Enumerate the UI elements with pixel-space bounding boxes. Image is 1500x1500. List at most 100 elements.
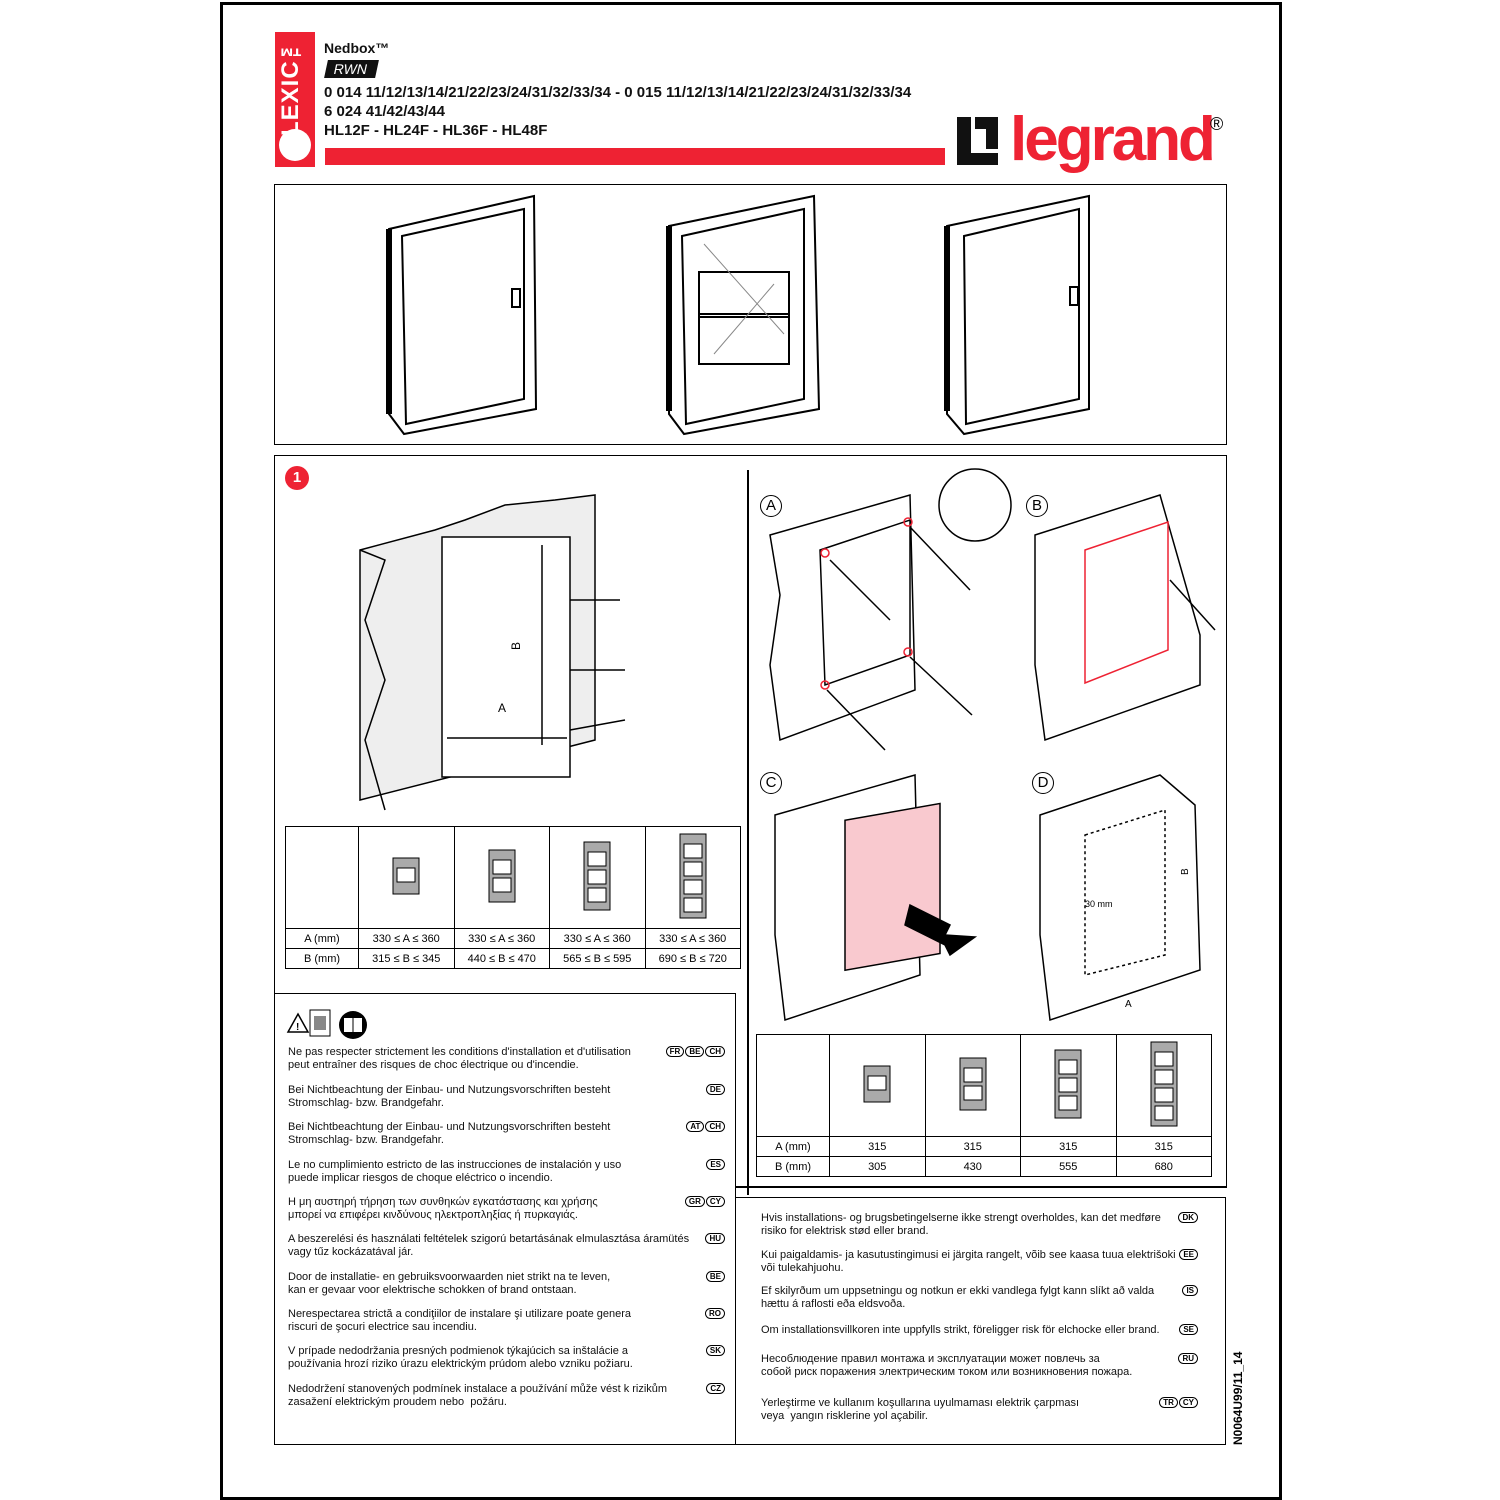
country-code-badge: GR	[684, 1196, 705, 1207]
read-manual-icon	[339, 1011, 367, 1039]
table-cell: 315	[829, 1136, 926, 1157]
module-3-row-icon	[549, 826, 646, 929]
d-dimension-a-label: A	[1125, 999, 1132, 1010]
warning-text: Kui paigaldamis- ja kasutustingimusi ei …	[761, 1249, 1176, 1274]
country-codes: BE	[705, 1271, 725, 1282]
country-codes: CZ	[705, 1383, 725, 1394]
step-1-panel	[274, 455, 1227, 1186]
warning-text: Om installationsvillkoren inte uppfylls …	[761, 1324, 1160, 1336]
country-codes: DE	[705, 1084, 725, 1095]
warning-text: Η μη αυστηρή τήρηση των συνθηκών εγκατάσ…	[288, 1196, 598, 1221]
panel-c-label: C	[760, 772, 782, 794]
product-views-panel	[274, 184, 1227, 445]
warning-icons: !	[286, 1009, 367, 1039]
table-cell: 330 ≤ A ≤ 360	[453, 928, 550, 949]
country-codes: ES	[705, 1159, 725, 1170]
country-code-badge: IS	[1182, 1285, 1198, 1296]
panel-bottom-edge	[735, 1186, 1227, 1188]
row-label: A (mm)	[756, 1136, 830, 1157]
country-code-badge: AT	[686, 1121, 705, 1132]
registered-mark: ®	[1210, 114, 1224, 134]
module-4-row-icon	[1115, 1034, 1212, 1137]
reference-line-1: 0 014 11/12/13/14/21/22/23/24/31/32/33/3…	[324, 84, 912, 101]
warning-text: Nedodržení stanovených podmínek instalac…	[288, 1383, 668, 1408]
country-code-badge: HU	[705, 1233, 725, 1244]
dimension-b-label: B	[509, 642, 523, 650]
module-3-row-icon	[1020, 1034, 1117, 1137]
warning-text: Le no cumplimiento estricto de las instr…	[288, 1159, 622, 1184]
table-cell: 680	[1115, 1156, 1212, 1177]
product-name: Nedbox™	[324, 40, 390, 56]
panel-divider	[747, 470, 749, 1195]
country-codes: HU	[704, 1233, 725, 1244]
panel-a-label: A	[760, 495, 782, 517]
table-cell: 315 ≤ B ≤ 345	[358, 948, 455, 969]
recess-dimension-table: A (mm) 330 ≤ A ≤ 360 330 ≤ A ≤ 360 330 ≤…	[285, 826, 741, 969]
svg-text:!: !	[296, 1022, 299, 1033]
lexic-badge: LEXIC™	[275, 32, 315, 167]
country-code-badge: BE	[705, 1271, 725, 1282]
warning-triangle-icon: !	[286, 1012, 310, 1033]
country-code-badge: CY	[1178, 1397, 1198, 1408]
warning-text: Bei Nichtbeachtung der Einbau- und Nutzu…	[288, 1084, 611, 1109]
country-codes: SE	[1178, 1324, 1198, 1335]
country-code-badge: FR	[665, 1046, 685, 1057]
table-cell: 330 ≤ A ≤ 360	[358, 928, 455, 949]
module-2-row-icon	[924, 1034, 1021, 1137]
legrand-logo-text: legrand	[1010, 105, 1216, 174]
header-red-bar	[325, 148, 945, 165]
lexic-dot-icon	[279, 129, 311, 161]
country-code-badge: DE	[705, 1084, 725, 1095]
enclosure-door-transparent	[666, 194, 821, 436]
row-label: A (mm)	[285, 928, 359, 949]
warning-text: Nerespectarea strictă a condiţiilor de i…	[288, 1308, 632, 1333]
warning-text: Door de installatie- en gebruiksvoorwaar…	[288, 1271, 611, 1296]
country-codes: RU	[1177, 1353, 1198, 1364]
table-row-images	[285, 826, 741, 929]
warning-text: Несоблюдение правил монтажа и эксплуатац…	[761, 1353, 1133, 1378]
table-row: A (mm) 330 ≤ A ≤ 360 330 ≤ A ≤ 360 330 ≤…	[285, 928, 741, 949]
electrician-icon	[309, 1009, 331, 1037]
warning-text: Yerleştirme ve kullanım koşullarına uyul…	[761, 1397, 1080, 1422]
row-label: B (mm)	[285, 948, 359, 969]
country-code-badge: RO	[705, 1308, 725, 1319]
country-codes: SK	[705, 1345, 725, 1356]
table-cell: 315	[1020, 1136, 1117, 1157]
panel-b-label: B	[1026, 495, 1048, 517]
country-code-badge: RU	[1178, 1353, 1198, 1364]
table-cell: 315	[1115, 1136, 1212, 1157]
warnings-panel-left	[274, 993, 736, 1445]
reference-line-2: 6 024 41/42/43/44	[324, 103, 445, 120]
reference-line-3: HL12F - HL24F - HL36F - HL48F	[324, 122, 548, 139]
table-cell: 555	[1020, 1156, 1117, 1177]
module-2-row-icon	[453, 826, 550, 929]
warning-text: V prípade nedodržania presných podmienok…	[288, 1345, 633, 1370]
module-4-row-icon	[644, 826, 741, 929]
warning-text: Hvis installations- og brugsbetingelsern…	[761, 1212, 1161, 1237]
table-cell: 565 ≤ B ≤ 595	[549, 948, 646, 969]
country-code-badge: EE	[1179, 1249, 1198, 1260]
country-codes: DK	[1177, 1212, 1198, 1223]
warning-text: A beszerelési és használati feltételek s…	[288, 1233, 690, 1258]
enclosure-door-opaque	[944, 194, 1090, 436]
installation-steps-illustration: 30 mm A B	[769, 468, 1216, 1022]
document-reference: N0064U99/11_14	[1231, 1351, 1245, 1445]
table-row-images	[756, 1034, 1212, 1137]
legrand-logo-icon	[957, 117, 998, 165]
dimension-a-label: A	[498, 701, 506, 715]
table-cell: 330 ≤ A ≤ 360	[644, 928, 741, 949]
module-1-row-icon	[358, 826, 455, 929]
warning-text: Ef skilyrðum um uppsetningu og notkun er…	[761, 1285, 1155, 1310]
country-codes: EE	[1178, 1249, 1198, 1260]
country-code-badge: SE	[1179, 1324, 1198, 1335]
table-cell: 430	[924, 1156, 1021, 1177]
warning-text: Ne pas respecter strictement les conditi…	[288, 1046, 631, 1071]
row-label: B (mm)	[756, 1156, 830, 1177]
d-measure-label: 30 mm	[1085, 899, 1113, 909]
country-code-badge: ES	[706, 1159, 725, 1170]
